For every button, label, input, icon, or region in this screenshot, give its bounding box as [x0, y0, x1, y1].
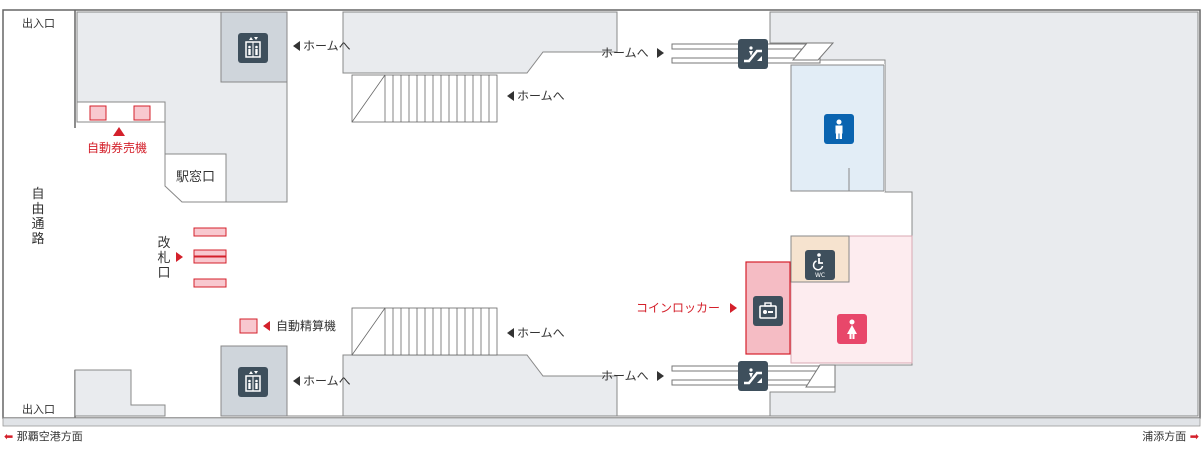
svg-text:WC: WC [815, 272, 825, 279]
elevator-icon [238, 367, 268, 397]
to-platform-label: ホームへ [601, 46, 649, 60]
lower-left-area [74, 369, 166, 417]
to-platform-label: ホームへ [517, 89, 565, 103]
fare-adjust-label: 自動精算機 [276, 319, 337, 333]
accessible-restroom-icon: WC [805, 250, 835, 280]
entrance-top-label: 出入口 [22, 17, 55, 30]
station-office-label: 駅窓口 [176, 170, 216, 185]
direction-right: 浦添方面 ➡ [1142, 430, 1199, 443]
coin-locker-icon [753, 296, 783, 326]
men-restroom-icon [824, 114, 854, 144]
women-restroom-icon [837, 314, 867, 344]
staircase-top [351, 74, 498, 123]
gate-2 [193, 249, 227, 257]
ticket-machine-2 [133, 105, 151, 121]
gate-3 [193, 256, 227, 264]
gate-4 [193, 278, 227, 288]
entrance-bottom-label: 出入口 [22, 403, 55, 416]
free-passage-label: 自 由 通 路 [31, 187, 45, 247]
fare-adjust-machine [239, 318, 258, 334]
arrow-left-icon: ⬅ [4, 430, 14, 443]
station-office-room [164, 153, 227, 203]
ticket-machine-label: 自動券売機 [87, 141, 148, 155]
escalator-icon [738, 361, 768, 391]
upper-middle-area [342, 11, 618, 74]
ticket-machine-arrow [113, 127, 125, 136]
staircase-bottom [351, 307, 498, 356]
arrow-right-icon: ➡ [1189, 430, 1199, 443]
direction-left: ⬅ 那覇空港方面 [4, 430, 83, 443]
escalator-icon [738, 39, 768, 69]
ticket-gate-label: 改 札 口 [157, 236, 171, 281]
to-platform-label: ホームへ [517, 326, 565, 340]
to-platform-label: ホームへ [303, 39, 351, 53]
to-platform-label: ホームへ [303, 374, 351, 388]
gate-1 [193, 227, 227, 237]
to-platform-label: ホームへ [601, 369, 649, 383]
elevator-icon [238, 33, 268, 63]
coin-locker-label: コインロッカー [636, 301, 721, 315]
gate-arrow [176, 252, 183, 262]
ticket-machine-1 [89, 105, 107, 121]
